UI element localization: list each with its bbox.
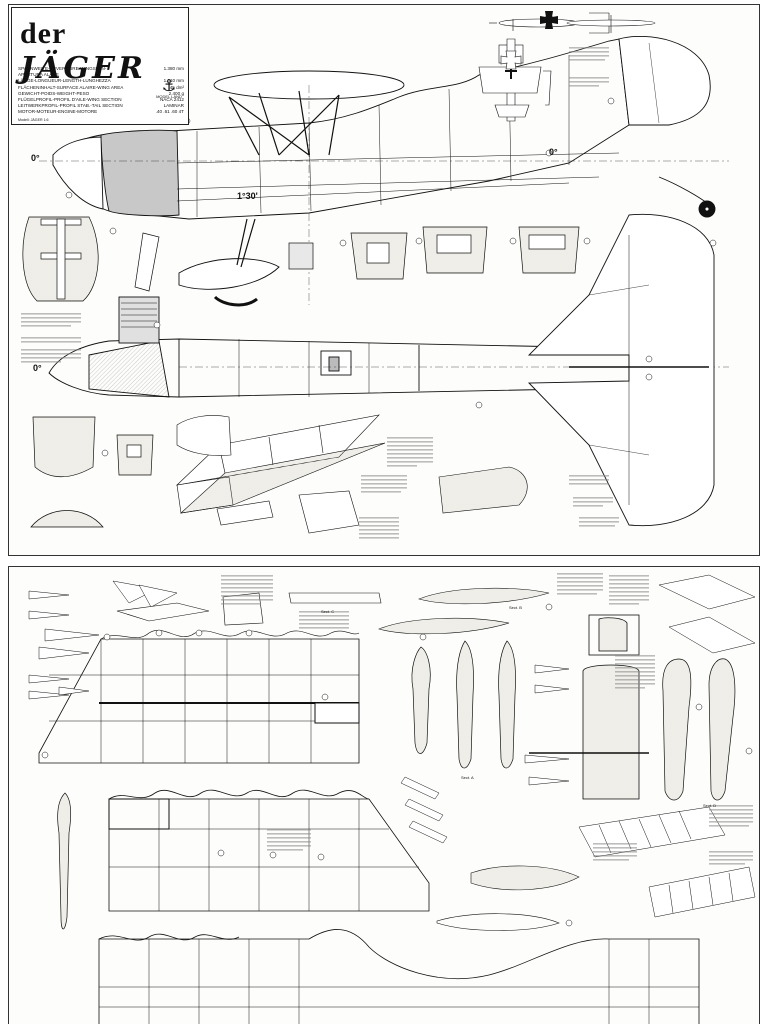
instruction-text-blocks-bottom [221,573,753,865]
title-footnote: Modell: JÄGER 1:6 [18,118,49,122]
plan-title: der JÄGER [20,16,188,86]
tail-detail [438,466,528,514]
angle-nose-top: 0° [31,153,40,163]
iron-cross-icon [500,11,558,70]
title-name: JÄGER [20,51,146,86]
small-parts-left [28,580,178,700]
title-article: der [20,17,67,50]
spec-table: SPANNWEITE-ENVERGURE-WINGSPAN-APERTURA A… [18,66,184,116]
logo-text: MODEL LAND [156,94,182,99]
anchor-logo-icon: ⚓ [161,76,177,95]
bottom-plan-drawing [28,573,756,1024]
wing-panel-upper [38,630,360,764]
wing-panel-lower [108,789,430,912]
center-section [529,614,649,800]
top-plan-sheet: der JÄGER SPANNWEITE-ENVERGURE-WINGSPAN-… [8,4,760,556]
section-label-b: Sect. B [509,605,522,610]
instruction-text-blocks [21,47,619,539]
interplane-struts [57,640,736,930]
publisher-logo: ⚓ MODEL LAND [156,78,182,106]
top-plan-drawing [21,11,729,539]
former-details [22,216,580,528]
spec-row: LEITWERKPROFIL-PROFIL STAB.-TAIL SECTION… [18,103,184,109]
wing-panel-bottom [98,929,700,1024]
section-label-d: Sect. D [703,803,717,808]
strip-bundle [400,664,570,844]
section-label-c: Sect. C [321,609,335,614]
section-label-a: Sect. A [461,775,474,780]
callouts-bottom [41,603,753,927]
angle-nose-plan: 0° [33,363,42,373]
spec-row: SPANNWEITE-ENVERGURE-WINGSPAN-APERTURA A… [18,66,184,78]
angle-tail-top: 0° [549,147,558,157]
wing-construction-detail [176,414,386,534]
spec-row: MOTOR-MOTEUR-ENGINE-MOTORE.40 .61 .60 4T [18,109,184,115]
angle-wing-root: 1°30' [237,191,258,201]
plan-view-fuselage [48,213,729,527]
title-block: der JÄGER SPANNWEITE-ENVERGURE-WINGSPAN-… [11,7,189,125]
stab-pieces [116,587,580,931]
bottom-plan-sheet: Sect. C Sect. B Sect. A Sect. D [8,566,760,1024]
